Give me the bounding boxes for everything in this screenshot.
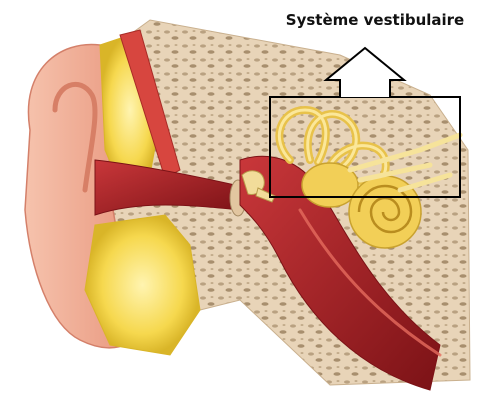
up-arrow-icon [323,46,407,97]
ossicles [241,170,276,203]
auditory-nerve [347,132,463,193]
lower-fat-tissue [84,214,201,356]
eustachian-tube-lining [298,208,442,357]
vestibular-system-label: Système vestibulaire [286,11,464,29]
muscle-strip [119,29,181,179]
pinna-fold [52,81,98,193]
